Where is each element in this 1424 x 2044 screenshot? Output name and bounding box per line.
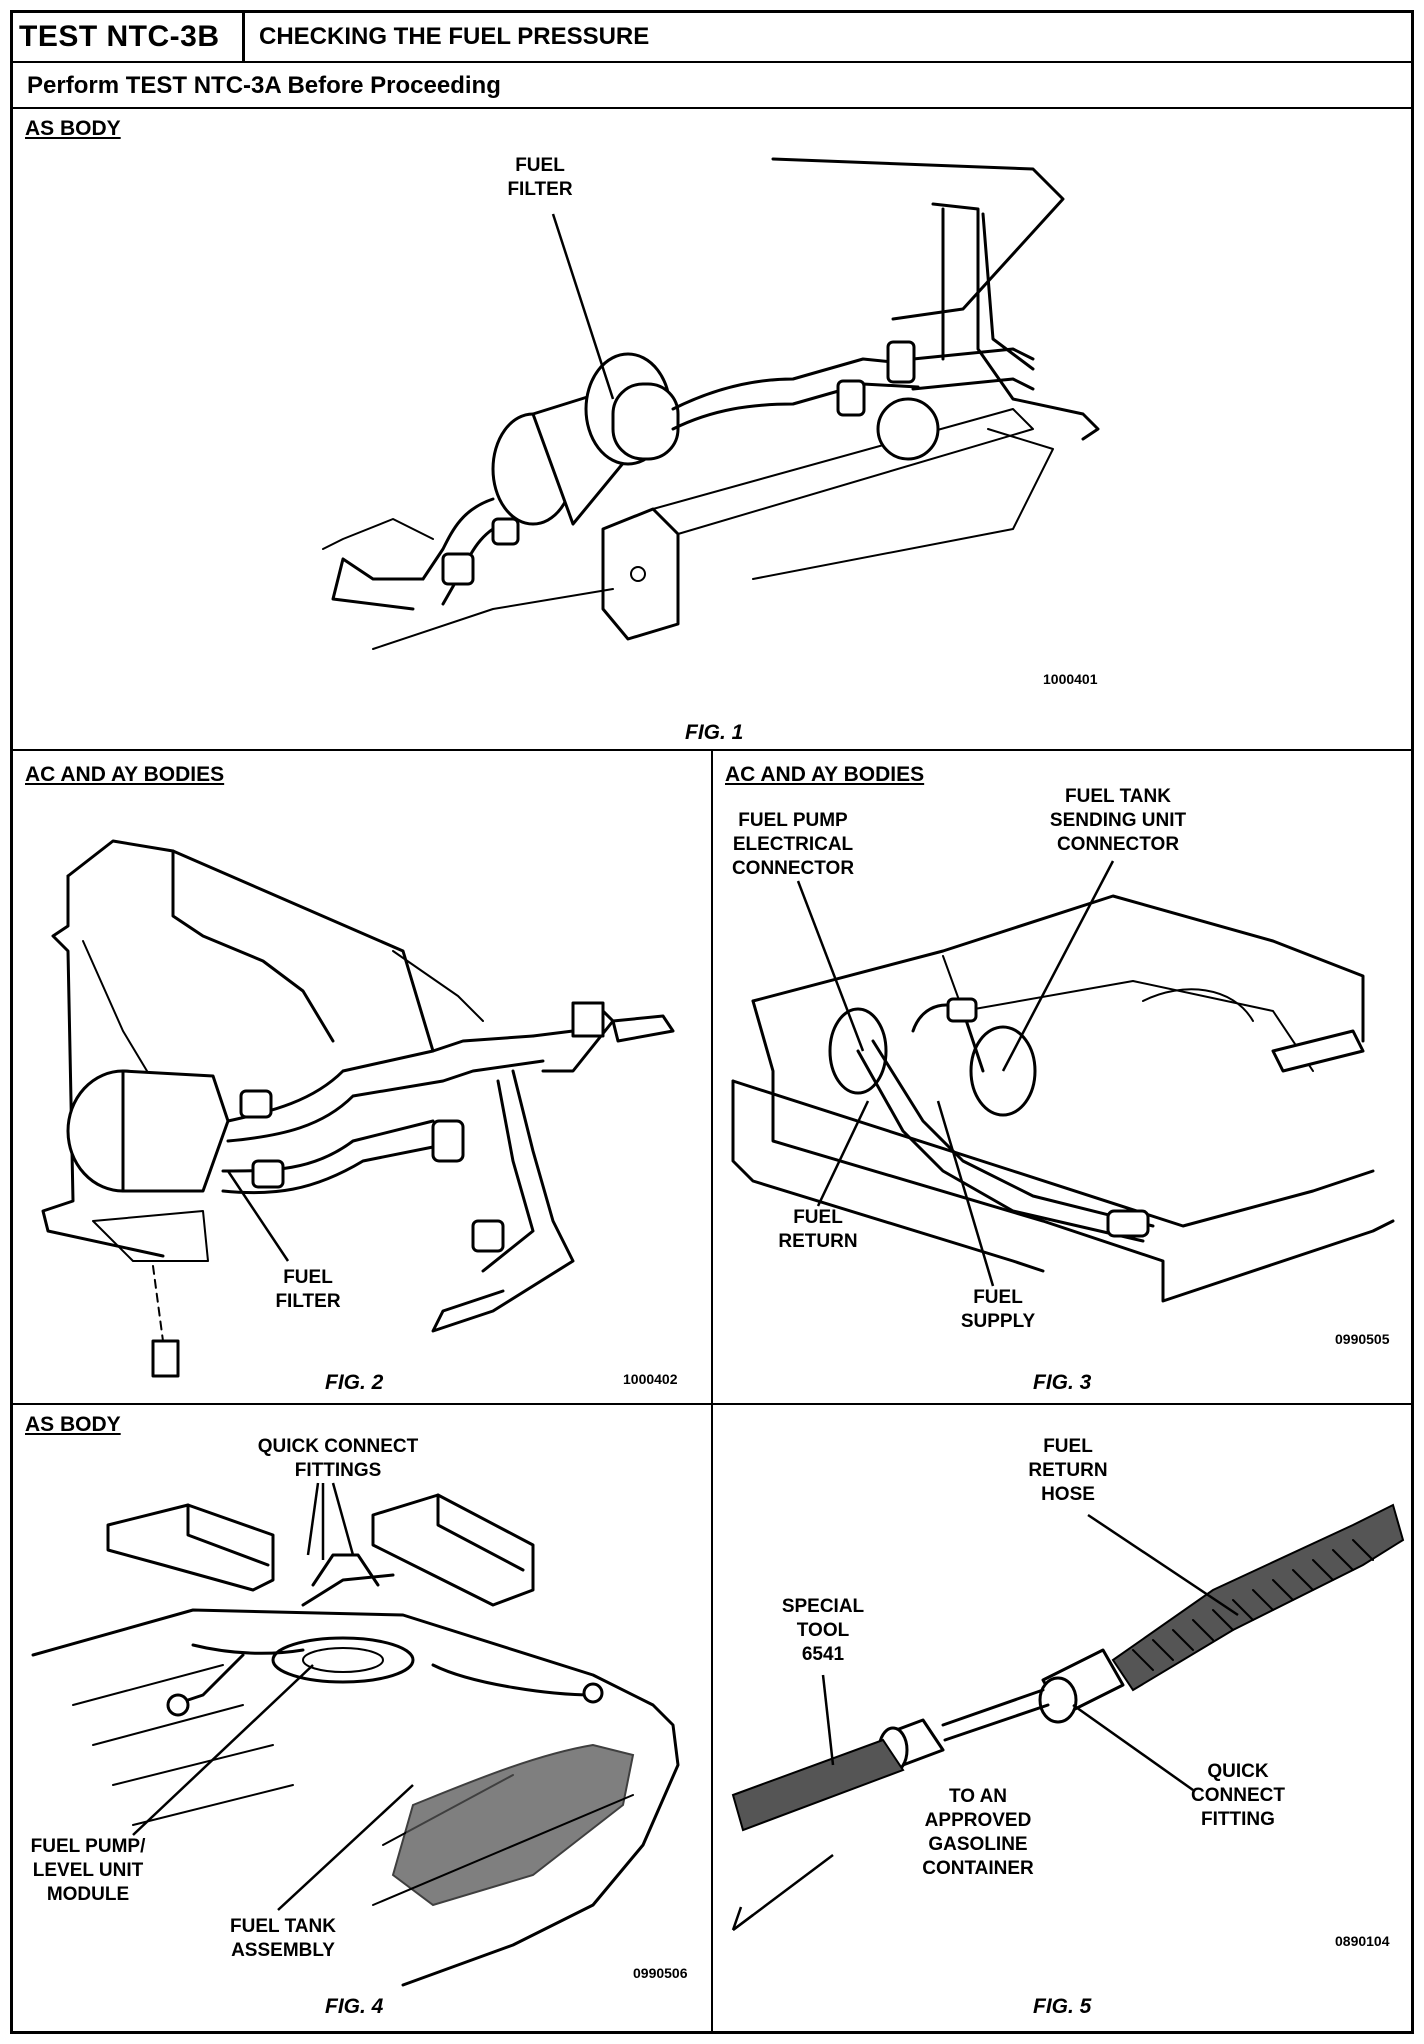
figure-4-heading: AS BODY bbox=[25, 1413, 121, 1436]
test-title: CHECKING THE FUEL PRESSURE bbox=[259, 23, 650, 50]
figure-2-code: 1000402 bbox=[623, 1371, 678, 1387]
fuel-filter-leader-line bbox=[226, 1170, 290, 1262]
figure-5-leader-lines bbox=[821, 1513, 1239, 1792]
figure-1-heading: AS BODY bbox=[25, 117, 121, 140]
figure-2-panel: AC AND AY BODIES bbox=[13, 751, 713, 1405]
figure-3-caption: FIG. 3 bbox=[1033, 1371, 1092, 1394]
test-id: TEST NTC-3B bbox=[13, 13, 245, 61]
fuel-supply-label: FUEL SUPPLY bbox=[960, 1287, 1036, 1332]
fuel-filter-ac-ay-drawing bbox=[41, 839, 675, 1378]
figure-1-caption: FIG. 1 bbox=[685, 721, 744, 744]
figure-3-code: 0990505 bbox=[1335, 1331, 1390, 1347]
fuel-tank-assembly-drawing bbox=[31, 1493, 680, 1987]
figure-4-leader-lines bbox=[132, 1482, 414, 1911]
figure-5-panel: FUEL RETURN HOSE SPECIAL TOOL 6541 TO AN… bbox=[713, 1405, 1411, 2031]
fuel-tank-connector-label: FUEL TANK SENDING UNIT CONNECTOR bbox=[1049, 786, 1187, 855]
fuel-return-hose-tool-drawing bbox=[731, 1503, 1405, 1931]
figure-2-caption: FIG. 2 bbox=[325, 1371, 384, 1394]
gasoline-container-label: TO AN APPROVED GASOLINE CONTAINER bbox=[922, 1786, 1034, 1879]
special-tool-label: SPECIAL TOOL 6541 bbox=[781, 1596, 865, 1665]
procedure-sheet: TEST NTC-3B CHECKING THE FUEL PRESSURE P… bbox=[10, 10, 1414, 2034]
figure-1-panel: AS BODY bbox=[13, 109, 1411, 751]
fuel-return-hose-label: FUEL RETURN HOSE bbox=[1028, 1436, 1108, 1505]
fuel-pump-connector-label: FUEL PUMP ELECTRICAL CONNECTOR bbox=[731, 810, 855, 879]
figure-1-code: 1000401 bbox=[1043, 671, 1098, 687]
quick-connect-fitting-label: QUICK CONNECT FITTING bbox=[1191, 1761, 1285, 1830]
figure-4-code: 0990506 bbox=[633, 1965, 688, 1981]
figure-5-code: 0890104 bbox=[1335, 1933, 1390, 1949]
figure-3-heading: AC AND AY BODIES bbox=[725, 763, 925, 786]
fuel-tank-assembly-label: FUEL TANK ASSEMBLY bbox=[230, 1916, 336, 1961]
fuel-filter-label: FUEL FILTER bbox=[275, 1267, 341, 1312]
fuel-filter-label: FUEL FILTER bbox=[507, 155, 573, 200]
figure-3-leader-lines bbox=[796, 860, 1115, 1287]
fuel-pump-module-label: FUEL PUMP/ LEVEL UNIT MODULE bbox=[30, 1836, 146, 1905]
figure-3-panel: AC AND AY BODIES FUEL PUMP ELECTRICAL CO… bbox=[713, 751, 1411, 1405]
figure-2-heading: AC AND AY BODIES bbox=[25, 763, 225, 786]
fuel-return-label: FUEL RETURN bbox=[778, 1207, 858, 1252]
figure-4-caption: FIG. 4 bbox=[325, 1995, 384, 2018]
figure-4-panel: AS BODY QUICK CONN bbox=[13, 1405, 713, 2031]
figure-5-caption: FIG. 5 bbox=[1033, 1995, 1092, 2018]
fuel-filter-leader-line bbox=[551, 213, 615, 400]
quick-connect-fittings-label: QUICK CONNECT FITTINGS bbox=[257, 1436, 419, 1481]
prerequisite-note: Perform TEST NTC-3A Before Proceeding bbox=[13, 63, 1411, 109]
fuel-filter-as-body-drawing bbox=[322, 157, 1100, 650]
title-row: TEST NTC-3B CHECKING THE FUEL PRESSURE bbox=[13, 13, 1411, 63]
